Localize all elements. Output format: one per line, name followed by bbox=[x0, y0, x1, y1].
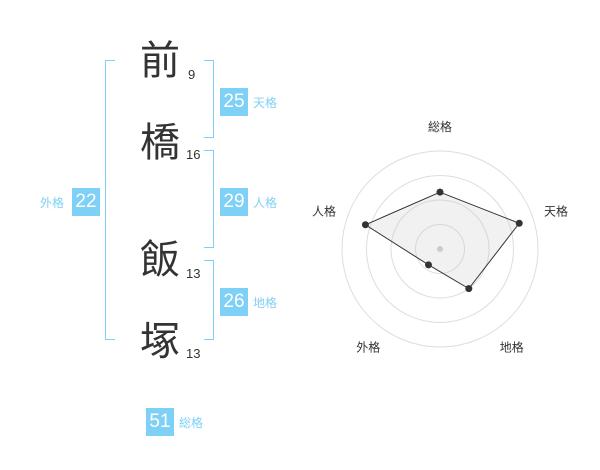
chikaku-value-badge: 26 bbox=[220, 288, 248, 316]
stroke-count-1: 9 bbox=[188, 67, 196, 82]
radar-point bbox=[465, 285, 473, 293]
radar-point bbox=[515, 219, 523, 227]
kanji-3: 飯 bbox=[140, 237, 180, 283]
radar-center bbox=[437, 246, 443, 252]
tenkaku-bracket bbox=[204, 60, 214, 138]
kanji-2: 橋 bbox=[140, 120, 180, 166]
radar-area bbox=[364, 191, 521, 290]
chikaku-label: 地格 bbox=[253, 296, 278, 310]
radar-axis-label: 地格 bbox=[500, 340, 524, 355]
stroke-count-2: 16 bbox=[186, 147, 201, 162]
jinkaku-label: 人格 bbox=[253, 196, 278, 210]
radar-ring bbox=[390, 199, 490, 299]
radar-ring bbox=[366, 175, 514, 323]
radar-axis-label: 天格 bbox=[544, 203, 568, 218]
radar-point bbox=[361, 221, 369, 229]
kanji-4: 塚 bbox=[140, 319, 180, 365]
radar-point bbox=[424, 261, 432, 269]
radar-axis-label: 外格 bbox=[356, 340, 380, 355]
radar-ring bbox=[415, 224, 465, 274]
kanji-1: 前 bbox=[140, 38, 180, 84]
stroke-count-4: 13 bbox=[186, 346, 201, 361]
soukaku-value-badge: 51 bbox=[146, 408, 174, 436]
radar-ring bbox=[341, 150, 539, 348]
radar-point bbox=[436, 188, 444, 196]
soukaku-label: 総格 bbox=[179, 416, 204, 430]
jinkaku-bracket bbox=[204, 150, 214, 248]
tenkaku-value-badge: 25 bbox=[220, 88, 248, 116]
radar-axis-label: 人格 bbox=[312, 203, 336, 218]
gaikaku-value-badge: 22 bbox=[72, 188, 100, 216]
radar-axis-label: 総格 bbox=[428, 119, 452, 134]
tenkaku-label: 天格 bbox=[253, 96, 278, 110]
chikaku-bracket bbox=[204, 260, 214, 340]
jinkaku-value-badge: 29 bbox=[220, 188, 248, 216]
gaikaku-bracket bbox=[105, 60, 115, 340]
gaikaku-label: 外格 bbox=[40, 196, 65, 210]
stroke-count-3: 13 bbox=[186, 266, 201, 281]
